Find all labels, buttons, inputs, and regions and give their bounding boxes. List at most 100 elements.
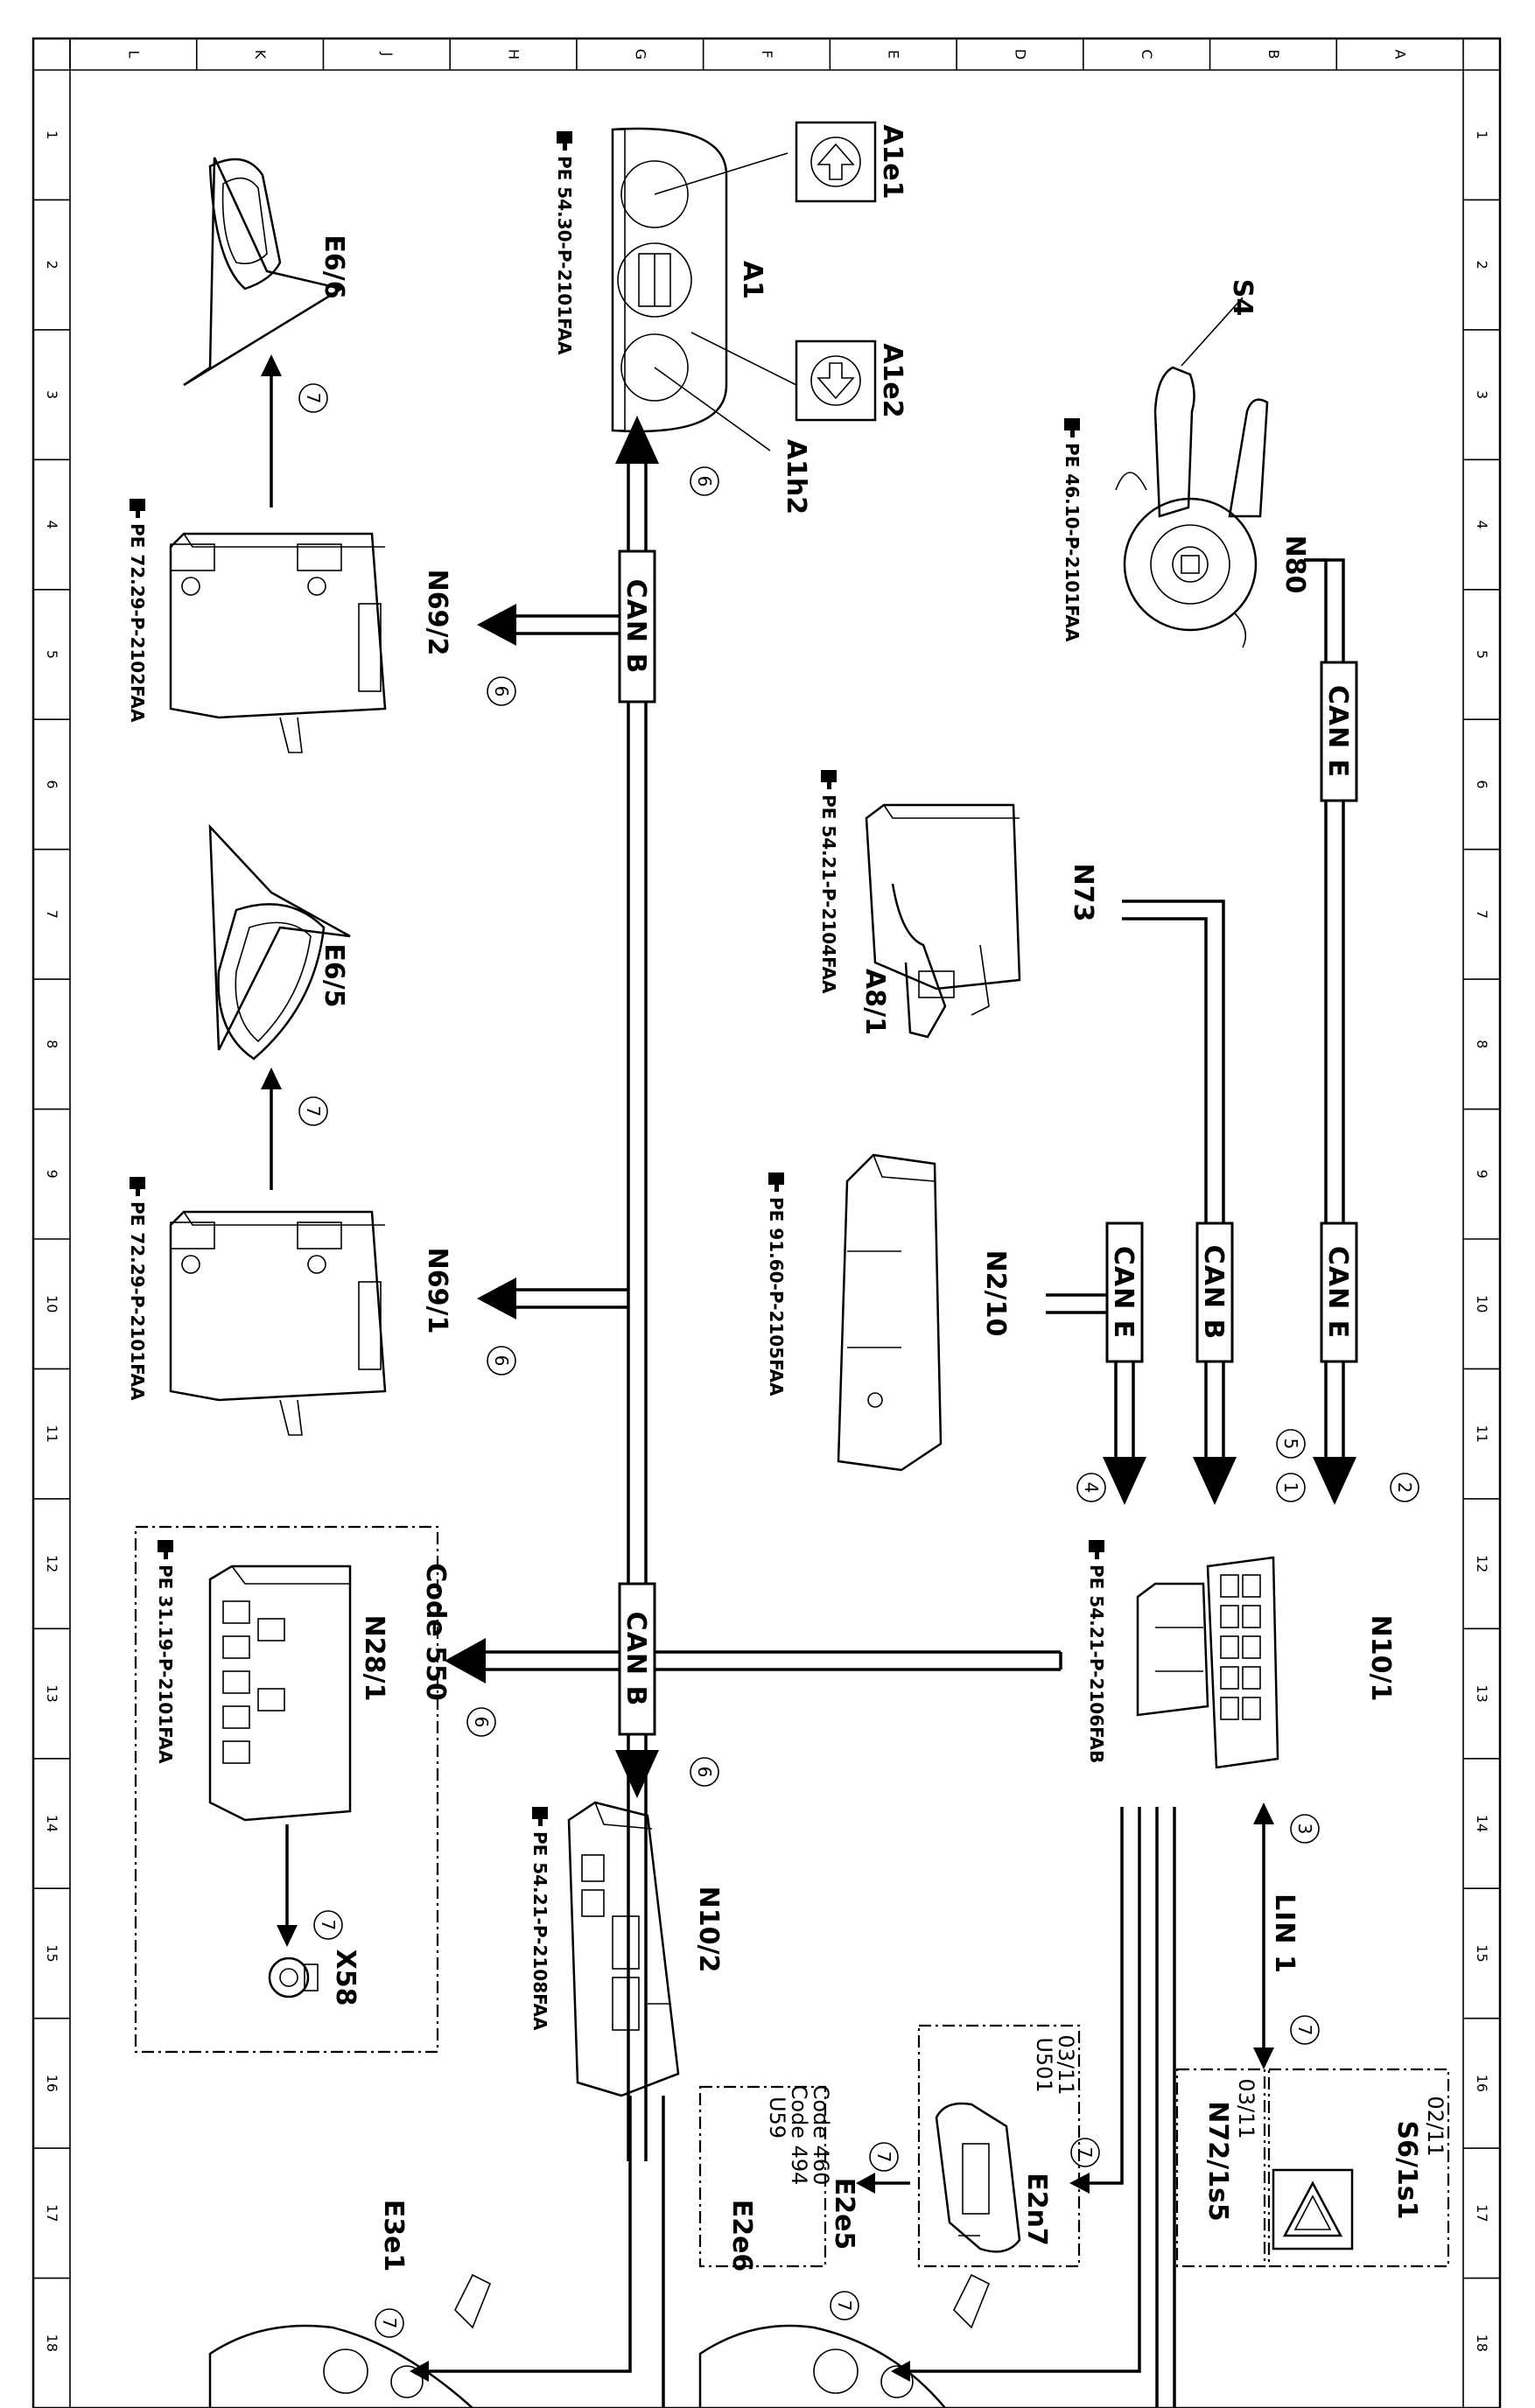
grid-row-label: 8 bbox=[1474, 1040, 1490, 1048]
svg-text:6: 6 bbox=[694, 476, 715, 487]
grid-row-label: 12 bbox=[44, 1555, 60, 1572]
callout-7-lin: 7 bbox=[1290, 2015, 1320, 2045]
label-n72-from: 03/11 bbox=[1234, 2078, 1258, 2138]
svg-text:7: 7 bbox=[834, 2300, 855, 2312]
svg-text:6: 6 bbox=[491, 1355, 512, 1367]
svg-text:PE 72.29-P-2101FAA: PE 72.29-P-2101FAA bbox=[127, 1201, 148, 1401]
svg-text:CAN B: CAN B bbox=[620, 1612, 651, 1707]
ref-n10-2: PE 54.21-P-2108FAA bbox=[529, 1807, 550, 2031]
grid-row-label: 17 bbox=[1474, 2204, 1490, 2222]
svg-text:6: 6 bbox=[471, 1717, 492, 1728]
grid-column-label: G bbox=[632, 49, 648, 60]
grid-row-label: 6 bbox=[44, 780, 60, 788]
component-n69-2 bbox=[169, 532, 387, 753]
bus-label-can-e-bottom: CAN E bbox=[1320, 1222, 1358, 1363]
label-a1: A1 bbox=[737, 261, 768, 299]
callout-5: 5 bbox=[1276, 1429, 1306, 1459]
component-n10-2 bbox=[567, 1801, 680, 2097]
pointing-hand-icon bbox=[1089, 1540, 1104, 1559]
grid-row-label: 4 bbox=[1474, 520, 1490, 528]
svg-text:CAN E: CAN E bbox=[1322, 685, 1353, 778]
label-s6-1s1: S6/1s1 bbox=[1391, 2120, 1422, 2219]
grid-row-label: 9 bbox=[44, 1170, 60, 1179]
grid-row-label: 1 bbox=[44, 130, 60, 139]
grid-column-label: A bbox=[1392, 50, 1409, 60]
arrow-up-icon bbox=[817, 143, 855, 180]
component-s4-n80 bbox=[1115, 297, 1269, 648]
grid-row-label: 15 bbox=[44, 1944, 60, 1962]
grid-row-label: 4 bbox=[44, 520, 60, 528]
svg-text:PE 54.30-P-2101FAA: PE 54.30-P-2101FAA bbox=[554, 156, 575, 355]
grid-row-label: 10 bbox=[1474, 1295, 1490, 1312]
grid-row-label: 8 bbox=[44, 1040, 60, 1048]
label-a1e1: A1e1 bbox=[877, 124, 908, 199]
svg-text:PE 54.21-P-2106FAB: PE 54.21-P-2106FAB bbox=[1086, 1564, 1107, 1763]
label-a1e2: A1e2 bbox=[877, 343, 908, 417]
grid-row-label: 18 bbox=[1474, 2334, 1490, 2352]
pointing-hand-icon bbox=[821, 770, 837, 789]
callout-2: 2 bbox=[1390, 1473, 1419, 1502]
grid-column-label: E bbox=[886, 50, 902, 59]
svg-text:CAN E: CAN E bbox=[1322, 1246, 1353, 1339]
grid-row-label: 2 bbox=[44, 261, 60, 270]
label-e2e5-code2: Code 494 bbox=[787, 2085, 811, 2186]
label-n72-1s5: N72/1s5 bbox=[1202, 2101, 1233, 2221]
pointing-hand-icon bbox=[1064, 418, 1080, 438]
arrowheads bbox=[261, 354, 1356, 2382]
grid-column-label: F bbox=[759, 50, 775, 58]
grid-column-label: K bbox=[252, 50, 269, 60]
grid-row-label: 18 bbox=[44, 2334, 60, 2352]
svg-text:CAN B: CAN B bbox=[620, 579, 651, 675]
callout-7-e2e5: 7 bbox=[869, 2142, 899, 2172]
label-n69-1: N69/1 bbox=[422, 1248, 452, 1334]
component-x58 bbox=[268, 1956, 319, 1998]
ref-n69-1: PE 72.29-P-2101FAA bbox=[127, 1177, 148, 1401]
label-e2n7: E2n7 bbox=[1021, 2173, 1052, 2246]
pointing-hand-icon bbox=[158, 1540, 173, 1559]
label-n28-1: N28/1 bbox=[359, 1615, 389, 1702]
component-a1e2[interactable] bbox=[795, 340, 877, 422]
svg-text:6: 6 bbox=[491, 686, 512, 697]
component-a1e1[interactable] bbox=[795, 121, 877, 203]
svg-text:1: 1 bbox=[1280, 1482, 1301, 1494]
component-e6-5 bbox=[208, 823, 351, 1060]
grid-row-label: 3 bbox=[44, 390, 60, 399]
callout-6-n10-2: 6 bbox=[690, 1757, 719, 1787]
pointing-hand-icon bbox=[768, 1172, 784, 1192]
grid-row-label: 5 bbox=[44, 650, 60, 659]
svg-text:7: 7 bbox=[318, 1920, 339, 1931]
callout-1: 1 bbox=[1276, 1473, 1306, 1502]
svg-text:6: 6 bbox=[694, 1767, 715, 1778]
svg-text:PE 54.21-P-2108FAA: PE 54.21-P-2108FAA bbox=[529, 1831, 550, 2031]
label-code-550: Code 550 bbox=[420, 1563, 451, 1701]
grid-row-label: 13 bbox=[44, 1684, 60, 1702]
label-n69-2: N69/2 bbox=[422, 570, 452, 656]
e2e5-group bbox=[698, 2085, 827, 2268]
grid-row-label: 7 bbox=[44, 910, 60, 919]
pointing-hand-icon bbox=[557, 131, 572, 150]
grid-column-label: H bbox=[506, 49, 522, 60]
component-e6-6 bbox=[183, 157, 345, 387]
component-n10-1 bbox=[1136, 1556, 1279, 1769]
hazard-triangle-icon bbox=[1272, 2168, 1354, 2250]
arrow-down-icon bbox=[817, 362, 855, 400]
svg-text:7: 7 bbox=[303, 393, 324, 404]
svg-text:2: 2 bbox=[1394, 1482, 1415, 1494]
svg-text:7: 7 bbox=[379, 2318, 400, 2329]
callout-7-e2: 7 bbox=[830, 2291, 859, 2320]
label-e3e1: E3e1 bbox=[378, 2200, 409, 2272]
grid-row-label: 6 bbox=[1474, 780, 1490, 788]
grid-column-label: B bbox=[1265, 50, 1282, 60]
s6-1s1-group bbox=[1175, 2068, 1450, 2268]
grid-row-label: 1 bbox=[1474, 130, 1490, 139]
callout-6-n69-1: 6 bbox=[487, 1346, 516, 1376]
svg-text:CAN E: CAN E bbox=[1108, 1246, 1139, 1339]
grid-row-label: 2 bbox=[1474, 261, 1490, 270]
label-a8-1: A8/1 bbox=[859, 969, 890, 1035]
grid-row-label: 12 bbox=[1474, 1555, 1490, 1572]
bus-label-can-b-n73: CAN B bbox=[1195, 1222, 1234, 1363]
label-e2e5-code1: Code 460 bbox=[809, 2085, 833, 2186]
callout-7-e6-6: 7 bbox=[298, 383, 328, 413]
